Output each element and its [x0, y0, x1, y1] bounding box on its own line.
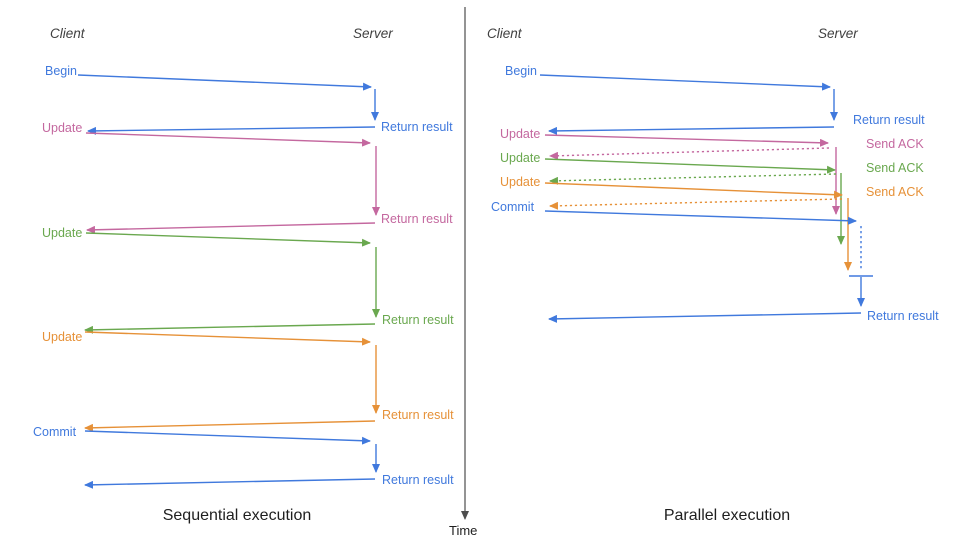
- parallel-begin-request: [539, 74, 831, 91]
- sequential-update3-result-label: Return result: [382, 408, 454, 422]
- sequential-update1-request: [85, 132, 371, 147]
- parallel-update3-ack-label: Send ACK: [866, 185, 924, 199]
- sequential-update1-label: Update: [42, 121, 82, 135]
- sequential-begin-result-label: Return result: [381, 120, 453, 134]
- parallel-update3-ack: [549, 198, 843, 210]
- time-axis-label: Time: [449, 523, 477, 538]
- sequential-update3-request: [84, 331, 371, 346]
- sequential-commit-result-label: Return result: [382, 473, 454, 487]
- sequential-update2-return: [84, 323, 376, 334]
- parallel-update1-ack: [549, 147, 830, 160]
- parallel-commit-result-label: Return result: [867, 309, 939, 323]
- parallel-update1-request: [544, 134, 829, 147]
- parallel-update1-ack-label: Send ACK: [866, 137, 924, 151]
- sequential-begin-return: [87, 126, 376, 135]
- sequential-update1-result-label: Return result: [381, 212, 453, 226]
- parallel-commit-request: [544, 210, 857, 225]
- parallel-update2-request: [544, 158, 836, 174]
- sequential-client-header: Client: [50, 26, 86, 41]
- sequential-begin-label: Begin: [45, 64, 77, 78]
- sequential-commit-return: [84, 478, 376, 489]
- parallel-client-header: Client: [487, 26, 523, 41]
- sequential-begin-request: [77, 74, 372, 91]
- parallel-commit-return: [548, 312, 862, 323]
- parallel-update2-ack-label: Send ACK: [866, 161, 924, 175]
- sequential-commit-label: Commit: [33, 425, 77, 439]
- sequential-caption: Sequential execution: [163, 507, 312, 524]
- parallel-server-header: Server: [818, 26, 858, 41]
- sequential-update2-label: Update: [42, 226, 82, 240]
- parallel-begin-return: [548, 126, 835, 135]
- parallel-begin-label: Begin: [505, 64, 537, 78]
- sequential-update2-result-label: Return result: [382, 313, 454, 327]
- sequential-update3-label: Update: [42, 330, 82, 344]
- parallel-begin-result-label: Return result: [853, 113, 925, 127]
- parallel-update1-label: Update: [500, 127, 540, 141]
- parallel-caption: Parallel execution: [664, 507, 790, 524]
- sequential-update2-request: [85, 232, 371, 247]
- sequential-server-header: Server: [353, 26, 393, 41]
- parallel-update2-label: Update: [500, 151, 540, 165]
- parallel-commit-label: Commit: [491, 200, 535, 214]
- sequential-update1-return: [86, 222, 376, 234]
- parallel-update3-label: Update: [500, 175, 540, 189]
- time-axis: Time: [449, 7, 477, 538]
- sequential-commit-request: [84, 430, 371, 445]
- parallel-update3-request: [544, 182, 843, 199]
- sequential-update3-return: [84, 420, 376, 432]
